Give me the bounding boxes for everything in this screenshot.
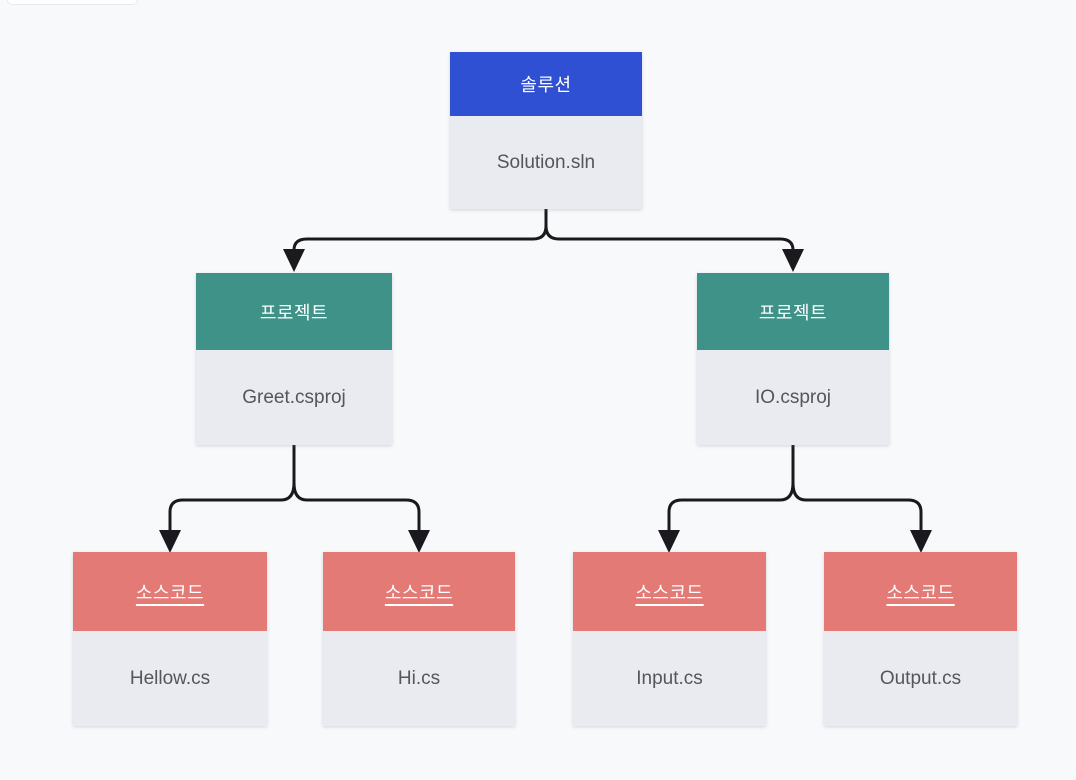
arrowhead-icon (159, 530, 181, 553)
node-source-output-file-name: Output.cs (879, 667, 962, 689)
connector-solution-to-io (544, 224, 804, 272)
node-source-hi: 소스코드 Hi.cs (323, 552, 515, 726)
node-source-output-type-label: 소스코드 (886, 582, 955, 603)
node-source-input-file-name: Input.cs (636, 667, 703, 689)
node-project-io-type-label: 프로젝트 (758, 302, 828, 323)
node-source-hellow-type-label: 소스코드 (135, 582, 205, 603)
connector-greet-to-hi (292, 481, 430, 553)
arrowhead-icon (782, 249, 804, 272)
node-project-greet-header: 프로젝트 (196, 273, 392, 350)
node-project-io-header: 프로젝트 (697, 273, 889, 350)
node-solution-type-label: 솔루션 (520, 75, 572, 95)
arrowhead-icon (408, 530, 430, 553)
browser-chrome-artifact (7, 0, 138, 5)
node-project-io-body: IO.csproj (697, 350, 889, 445)
node-solution-file-name: Solution.sln (496, 151, 596, 173)
node-solution-header: 솔루션 (450, 52, 642, 116)
node-solution: 솔루션 Solution.sln (450, 52, 642, 209)
node-source-hi-header: 소스코드 (323, 552, 515, 631)
node-project-greet-body: Greet.csproj (196, 350, 392, 445)
node-source-hellow-body: Hellow.cs (73, 631, 267, 726)
arrowhead-icon (658, 530, 680, 553)
node-project-io: 프로젝트 IO.csproj (697, 273, 889, 445)
node-solution-body: Solution.sln (450, 116, 642, 209)
node-source-input: 소스코드 Input.cs (573, 552, 766, 726)
connector-io-to-input (658, 443, 795, 553)
node-project-io-file-name: IO.csproj (754, 386, 832, 408)
node-source-hi-body: Hi.cs (323, 631, 515, 726)
node-source-input-body: Input.cs (573, 631, 766, 726)
arrowhead-icon (283, 249, 305, 272)
node-source-hellow-header: 소스코드 (73, 552, 267, 631)
node-source-output: 소스코드 Output.cs (824, 552, 1017, 726)
node-project-greet: 프로젝트 Greet.csproj (196, 273, 392, 445)
node-source-hellow-file-name: Hellow.cs (129, 667, 211, 689)
node-source-hi-type-label: 소스코드 (384, 582, 454, 603)
connector-io-to-output (791, 481, 932, 553)
node-source-output-body: Output.cs (824, 631, 1017, 726)
node-source-output-header: 소스코드 (824, 552, 1017, 631)
node-source-hi-file-name: Hi.cs (397, 667, 441, 689)
node-source-input-type-label: 소스코드 (635, 582, 704, 603)
node-source-input-header: 소스코드 (573, 552, 766, 631)
connector-greet-to-hellow (159, 443, 296, 553)
connector-solution-to-greet (283, 207, 548, 272)
node-source-hellow: 소스코드 Hellow.cs (73, 552, 267, 726)
node-project-greet-file-name: Greet.csproj (242, 386, 346, 408)
node-project-greet-type-label: 프로젝트 (259, 302, 329, 323)
arrowhead-icon (910, 530, 932, 553)
